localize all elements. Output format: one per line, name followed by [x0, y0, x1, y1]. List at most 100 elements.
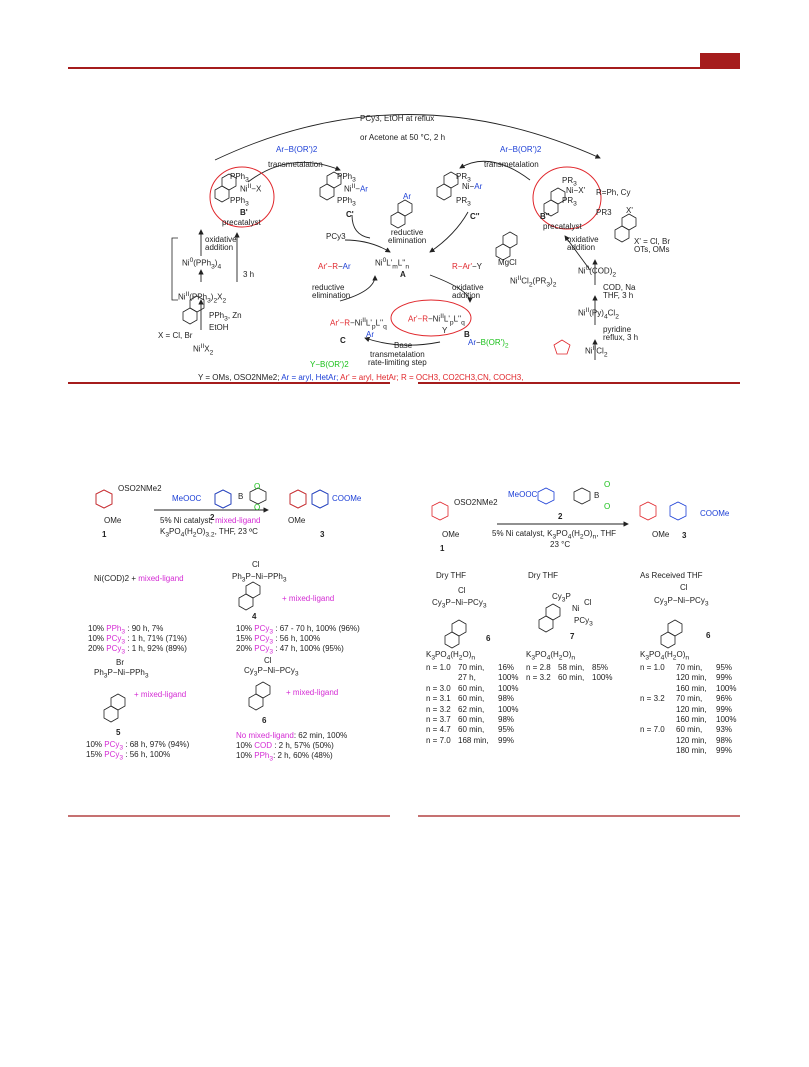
right-product-label: 3 — [682, 531, 687, 540]
y-boron: Y−B(OR')2 — [310, 360, 349, 369]
left-substrate-ome: OMe — [104, 516, 122, 525]
transmetalation-right: transmetalation — [484, 160, 539, 169]
cmpd5-label: 5 — [116, 728, 121, 737]
left-substrate-label: 1 — [102, 530, 107, 539]
left-product-ester: COOMe — [332, 494, 362, 503]
cmpd4-ligands: Ph3P−Ni−PPh3 — [232, 572, 287, 584]
yield-value: 99% — [716, 673, 733, 683]
boron-reagent-left: Ar−B(OR')2 — [276, 145, 318, 154]
right-substrate-label: 1 — [440, 544, 445, 553]
yield-value: 95% — [498, 725, 515, 735]
pcy3-label: PCy3 — [326, 232, 346, 241]
right-substrate-group: OSO2NMe2 — [454, 498, 498, 507]
cmpd5-ni-br: Br — [116, 658, 124, 667]
Cpp-ligand-bottom: PR3 — [456, 196, 471, 208]
scheme-footer: Y = OMs, OSO2NMe2; Ar = aryl, HetAr; Ar'… — [198, 373, 523, 382]
right-cond-2: 23 °C — [550, 540, 571, 549]
Bp-ligand-bottom: PPh3 — [230, 196, 249, 208]
left-product-label: 3 — [320, 530, 325, 539]
nii-x2: NiIIX2 — [193, 343, 214, 357]
yield-value: 95% — [716, 663, 733, 672]
yield-value: 100% — [716, 683, 737, 693]
n-value: n = 3.1 — [426, 694, 451, 704]
product-ar: Ar — [403, 192, 411, 201]
nicod-row-2: 10% PCy3 : 1 h, 71% (71%) — [88, 634, 187, 646]
time-value: 70 min, — [676, 694, 703, 704]
c6-row-1: No mixed-ligand: 62 min, 100% — [236, 731, 348, 740]
header-tab — [700, 53, 740, 67]
time-value: 60 min, — [458, 725, 485, 735]
yield-value: 98% — [498, 694, 515, 704]
left-reagent-o2: O — [254, 503, 261, 512]
yield-value: 98% — [716, 735, 733, 745]
Cpp-metal: Ni−Ar — [462, 182, 483, 191]
C-ar: Ar — [366, 330, 374, 339]
B-y: Y — [442, 326, 448, 335]
col-title-3: As Received THF — [640, 571, 703, 580]
yield-value: 85% — [592, 663, 609, 672]
c5-row-2: 15% PCy3 : 56 h, 100% — [86, 750, 171, 762]
Cp-ligand-bottom: PPh3 — [337, 196, 356, 208]
yield-value: 93% — [716, 725, 733, 735]
cmpd4-label: 4 — [252, 612, 257, 621]
ar-boron-bottom: Ar−B(OR')2 — [468, 338, 509, 350]
substrate-R-Ar-Y: R−Ar'−Y — [452, 262, 482, 271]
left-substrate-group: OSO2NMe2 — [118, 484, 162, 493]
yield-value: 100% — [498, 673, 519, 683]
time-value: 70 min, — [676, 663, 703, 672]
right-reagent-ester: MeOOC — [508, 490, 538, 499]
Bpp-metal: Ni−X' — [566, 186, 586, 195]
time-value: 120 min, — [676, 704, 707, 714]
r-note: R=Ph, Cy — [596, 188, 631, 197]
k3po4-col2: K3PO4(H2O)n — [526, 650, 576, 662]
yield-value: 100% — [592, 673, 613, 683]
yield-value: 99% — [716, 746, 733, 756]
n-value: n = 7.0 — [640, 725, 665, 735]
center-complex: Ni0L'mL''n — [375, 257, 410, 271]
n-value: n = 3.2 — [526, 673, 551, 683]
n-value: n = 1.0 — [426, 663, 451, 672]
ni-cl2-pr3: NiIICl2(PR3)2 — [510, 275, 557, 289]
Bp-ligand-top: PPh3 — [230, 172, 249, 184]
time-value: 180 min, — [676, 746, 707, 756]
ni-cl2: NiIICl2 — [585, 345, 608, 359]
time-value: 60 min, — [676, 725, 703, 735]
n-value: n = 3.7 — [426, 715, 451, 724]
cmpd5-ligands: Ph3P−Ni−PPh3 — [94, 668, 149, 680]
left-reagent-b: B — [238, 492, 244, 501]
header-rule — [68, 67, 740, 69]
yield-value: 99% — [716, 704, 733, 714]
ni-pph3-2x2: NiII(PPh3)2X2 — [178, 291, 227, 305]
k3po4-col3: K3PO4(H2O)n — [640, 650, 690, 662]
r-cmpd6a-cl: Cl — [458, 586, 466, 595]
boron-reagent-right: Ar−B(OR')2 — [500, 145, 542, 154]
nicod-row-3: 20% PCy3 : 1 h, 92% (89%) — [88, 644, 187, 656]
time-value: 160 min, — [676, 715, 707, 724]
n-value: n = 2.8 — [526, 663, 551, 672]
Bp-caption: precatalyst — [222, 218, 261, 227]
time-value: 120 min, — [676, 735, 707, 745]
mgcl-label: MgCl — [498, 258, 517, 267]
cmpd6-label: 6 — [262, 716, 267, 725]
top-condition-1: PCy3, EtOH at reflux — [360, 114, 435, 123]
left-cond-2: K3PO4(H2O)3.2, THF, 23 ºC — [160, 527, 258, 539]
cmpd6-mix: + mixed-ligand — [286, 688, 339, 697]
footer-ar: Ar = aryl, HetAr; — [281, 373, 339, 382]
time-value: 60 min, — [458, 694, 485, 704]
r-cmpd7-cl: Cl — [584, 598, 592, 607]
col-title-1: Dry THF — [436, 571, 467, 580]
nicod-mag: mixed-ligand — [138, 574, 184, 583]
right-product-ester: COOMe — [700, 509, 730, 518]
Cp-label: C' — [346, 210, 354, 219]
col-title-2: Dry THF — [528, 571, 559, 580]
footer-arp: Ar' = aryl, HetAr; R = OCH3, CO2CH3,CN, … — [340, 373, 524, 382]
c4-row-3: 20% PCy3 : 47 h, 100% (95%) — [236, 644, 344, 656]
r-cmpd6b-ligands: Cy3P−Ni−PCy3 — [654, 596, 709, 608]
c5-row-1: 10% PCy3 : 68 h, 97% (94%) — [86, 740, 190, 752]
